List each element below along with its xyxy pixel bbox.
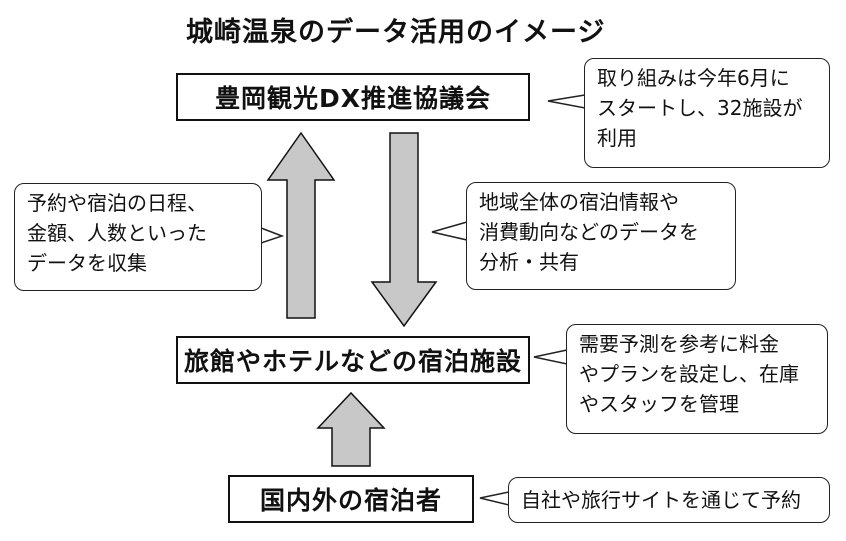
bubble-tail-council-note	[547, 94, 586, 109]
bubble-tail-collect-note	[260, 226, 285, 245]
bubble-tail-guest-note	[479, 491, 510, 506]
guest-note-bubble: 自社や旅行サイトを通じて予約	[508, 477, 830, 523]
arrow-up-to-facility	[316, 391, 386, 467]
bubble-tail-facility-note	[533, 349, 568, 365]
council-box: 豊岡観光DX推進協議会	[176, 73, 530, 121]
council-note-bubble: 取り組みは今年6月に スタートし、32施設が 利用	[584, 58, 830, 168]
diagram-title: 城崎温泉のデータ活用のイメージ	[186, 17, 606, 48]
arrow-down-to-facility	[370, 132, 438, 328]
guest-box: 国内外の宿泊者	[228, 475, 474, 523]
facility-box: 旅館やホテルなどの宿泊施設	[176, 336, 530, 384]
arrow-up-to-council	[266, 131, 336, 319]
collect-note-bubble: 予約や宿泊の日程、 金額、人数といった データを収集	[14, 183, 262, 291]
share-note-bubble: 地域全体の宿泊情報や 消費動向などのデータを 分析・共有	[466, 182, 736, 290]
facility-note-bubble: 需要予測を参考に料金 やプランを設定し、在庫 やスタッフを管理	[566, 324, 828, 434]
bubble-tail-share-note	[431, 221, 468, 241]
